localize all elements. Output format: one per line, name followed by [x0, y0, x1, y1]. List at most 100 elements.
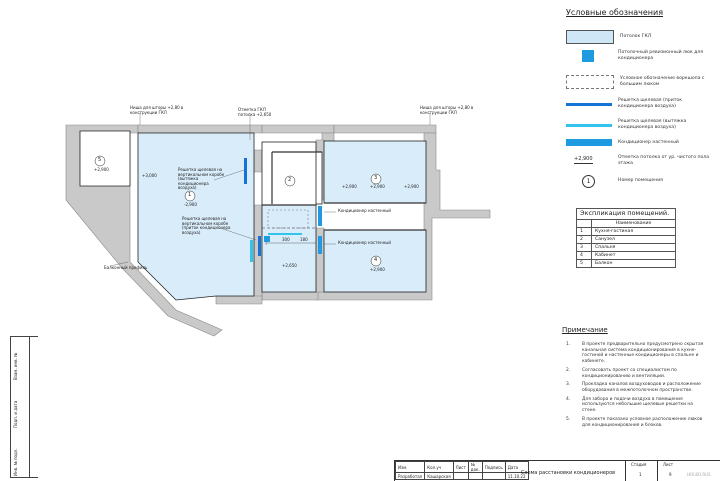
legend-label: Решетка щелевая (вытяжка кондиционера во… [618, 119, 687, 130]
stamp-cell: Разработал [394, 472, 426, 480]
note-item: 3. Прокладка каналов воздуховодов и расп… [566, 382, 706, 393]
elevation-sample: +2,900 [574, 156, 593, 164]
grille-supply-swatch [566, 98, 612, 110]
table-cell: Кухня-гостиная [591, 226, 676, 236]
table-cell: 5 [576, 258, 592, 268]
legend-item-gkl: Потолок ГКЛ [566, 30, 716, 44]
dashed-box-swatch [566, 75, 614, 89]
leader-lines [109, 113, 431, 267]
sheet-label: Лист [663, 462, 674, 467]
legend-item-wall-ac: Кондиционер настенный [566, 137, 714, 149]
workshop-box [267, 209, 309, 229]
annotation-top-left: Ниша для шторы +2,80 в конструкции ГКЛ [130, 105, 184, 115]
room-elev-1: -2,900 [184, 202, 197, 207]
note-item: 5. В проекте показано условное расположе… [566, 417, 706, 428]
table-header-cell: Наименование [591, 218, 676, 228]
room-5-balcony [79, 130, 131, 187]
note-item: 2. Согласовать проект со специалистом по… [566, 368, 706, 379]
legend-item-room-number: 1 Номер помещения [566, 175, 714, 188]
stamp-cell: Изм. [394, 461, 426, 473]
gkl-ceiling-swatch [566, 30, 614, 44]
stamp-cell: Подпись [481, 461, 506, 473]
dimension-a: 300 [282, 237, 290, 242]
stamp-cell [467, 472, 483, 480]
table-cell: Спальня [591, 242, 676, 252]
room-elev-4: +2,900 [370, 267, 385, 272]
sheet-number: 9 [669, 472, 672, 477]
stamp-header-row: Изм. Кол.уч Лист № док. Подпись Дата [394, 461, 529, 473]
hatch-swatch [566, 50, 612, 62]
note-text: В проекте показано условное расположение… [582, 416, 703, 428]
room-fills [79, 130, 427, 301]
legend-item-elevation: +2,900 Отметка потолка от ур. чистого по… [566, 155, 714, 167]
room-number-3: 3 [374, 175, 378, 181]
room-number-2: 2 [288, 177, 292, 183]
note-text: В проекте предварительно предусмотрено с… [582, 342, 704, 365]
annotation-elev-b: +2,650 [282, 263, 297, 268]
stage-label: Стадия [631, 462, 647, 467]
annotation-ac-office: Кондиционер настенный [338, 240, 391, 245]
annotation-elev-d: +2,900 [404, 184, 419, 189]
stamp-cell: Дата [504, 461, 529, 473]
stamp-cell [481, 472, 506, 480]
stamp-cell: № док. [467, 461, 483, 473]
grille-top [268, 233, 302, 235]
legend-item-grille-supply: Решетка щелевая (приток кондиционера воз… [566, 98, 714, 110]
notes-title: Примечание [562, 326, 608, 334]
sidebar-label-replaced: Взам. инв. № [13, 352, 18, 380]
legend-item-hatch: Потолочный ревизионный люк для кондицион… [566, 50, 714, 62]
stamp-divider [657, 461, 658, 481]
annotation-top-mid: Отметка ГКЛ потолка +2,650 [238, 107, 272, 117]
room-markers [94, 155, 382, 267]
stamp-cell: Кол.уч [424, 461, 454, 473]
room-number-1: 1 [188, 192, 192, 198]
table-cell: 1 [576, 226, 592, 236]
dimension-b: 180 [300, 237, 308, 242]
table-header-cell [576, 218, 592, 228]
stamp-cell: Лист [452, 461, 469, 473]
sidebar-label-signature: Подп. и дата [13, 400, 18, 428]
legend-label: Отметка потолка от ур. чистого пола этаж… [618, 155, 710, 166]
note-number: 2. [566, 367, 571, 373]
legend-title: Условные обозначения [566, 8, 664, 17]
grille-exhaust-swatch [566, 119, 612, 131]
note-text: Прокладка каналов воздуховодов и располо… [582, 382, 701, 394]
table-cell: Балкон [591, 258, 676, 268]
legend-label: Решетка щелевая (приток кондиционера воз… [618, 98, 682, 109]
note-number: 5. [566, 416, 571, 422]
room-elev-3: +2,900 [370, 184, 385, 189]
stamp-cell [452, 472, 469, 480]
legend-item-grille-exhaust: Решетка щелевая (вытяжка кондиционера во… [566, 119, 714, 131]
notes-list: 1. В проекте предварительно предусмотрен… [566, 342, 706, 428]
annotation-kitchen-2: Решетка щелевая на вертикальном коробе (… [182, 216, 231, 235]
note-item: 1. В проекте предварительно предусмотрен… [566, 342, 706, 365]
room-elev-5: +2,900 [94, 167, 109, 172]
room-number-5: 5 [98, 157, 102, 163]
stamp-table: Изм. Кол.уч Лист № док. Подпись Дата Раз… [394, 461, 529, 480]
ac-bedroom [318, 206, 322, 226]
table-cell: 2 [576, 234, 592, 244]
room-number-4: 4 [374, 257, 378, 263]
table-cell: 3 [576, 242, 592, 252]
sidebar-label-inventory: Инв. № подл. [13, 448, 18, 476]
room-1-kitchen [137, 132, 255, 301]
note-item: 4. Для забора и подачи воздуха в помещен… [566, 397, 706, 414]
legend-label: Номер помещения [618, 178, 663, 184]
legend-label: Кондиционер настенный [618, 140, 679, 146]
stamp-row: Разработал Кашарская 11.10.22 [394, 472, 529, 480]
note-text: Согласовать проект со специалистом по ко… [582, 367, 677, 379]
drawing-title: Схема расстановки кондиционеров [521, 470, 616, 476]
annotation-elev-c: +2,900 [342, 184, 357, 189]
legend-item-workshop: Условное обозначение воркшопа с большим … [566, 75, 716, 89]
annotation-ac-bedroom: Кондиционер настенный [338, 208, 391, 213]
table-cell: Кабинет [591, 250, 676, 260]
stamp-cell: Кашарская [424, 472, 454, 480]
